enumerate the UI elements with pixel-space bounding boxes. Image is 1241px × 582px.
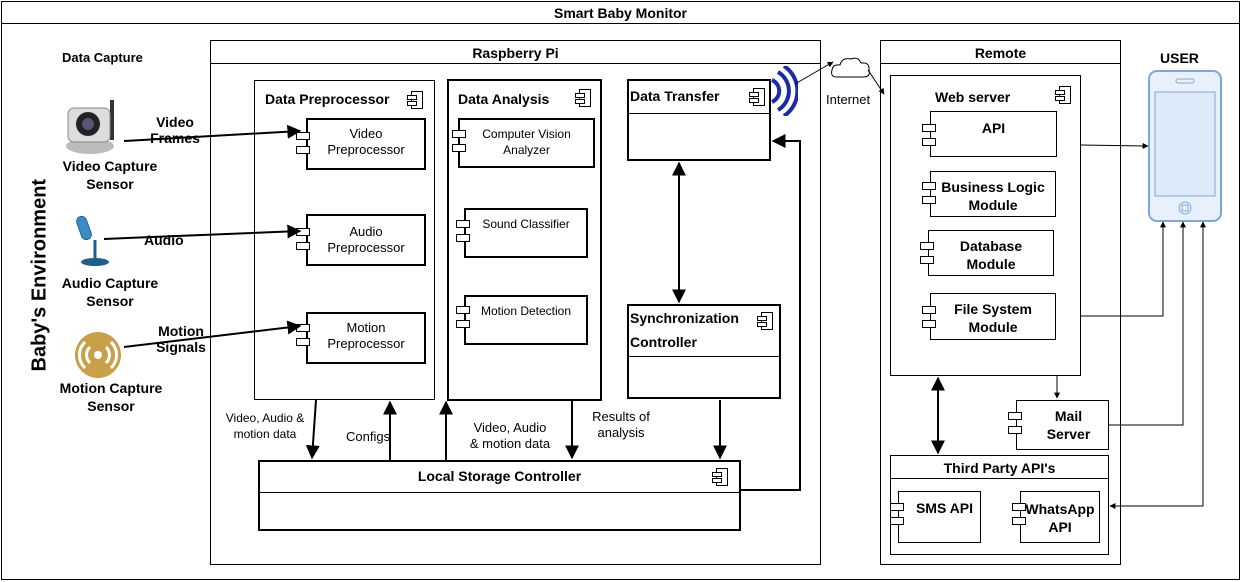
- sound-classifier: Sound Classifier: [464, 208, 588, 258]
- video-sensor-label: Video Capture Sensor: [62, 158, 158, 192]
- cloud-icon: [831, 57, 870, 78]
- whatsapp-api-symbol: [1012, 497, 1026, 531]
- audio-preprocessor-label: Audio Preprocessor: [327, 224, 405, 255]
- mail-server-symbol: [1008, 406, 1022, 440]
- video-preprocessor-symbol: [296, 126, 310, 160]
- component-icon: [407, 91, 423, 109]
- cv-analyzer-symbol: [452, 124, 466, 158]
- label-configs: Configs: [346, 429, 391, 444]
- local-storage-title: Local Storage Controller: [417, 468, 582, 484]
- motion-sensor-icon: [75, 332, 121, 378]
- motion-detection-label: Motion Detection: [480, 304, 572, 318]
- api-symbol: [922, 118, 936, 152]
- database-label: Database Module: [959, 238, 1023, 272]
- user-label: USER: [1160, 50, 1199, 66]
- api-label: API: [981, 120, 1006, 136]
- audio-preprocessor-symbol: [296, 222, 310, 256]
- data-transfer: Data Transfer: [627, 79, 771, 161]
- data-preprocessor-title: Data Preprocessor: [265, 91, 390, 107]
- motion-sensor-label: Motion Capture Sensor: [59, 380, 163, 414]
- data-analysis-title: Data Analysis: [458, 91, 550, 107]
- sync-controller-divider: [629, 356, 779, 357]
- motion-preprocessor-symbol: [296, 318, 310, 352]
- label-video-audio-motion-mid: Video, Audio & motion data: [469, 420, 551, 451]
- motion-detection: Motion Detection: [464, 295, 588, 345]
- audio-sensor-label: Audio Capture Sensor: [61, 275, 159, 309]
- remote-title: Remote: [974, 45, 1027, 61]
- business-logic-module: Business Logic Module: [930, 171, 1056, 217]
- api-module: API: [930, 111, 1057, 157]
- video-preprocessor-label: Video Preprocessor: [327, 126, 405, 157]
- third-party-divider: [891, 478, 1108, 479]
- file-system-symbol: [922, 300, 936, 334]
- data-transfer-divider: [629, 113, 769, 114]
- sync-controller-title: Synchronization Controller: [630, 310, 739, 350]
- title-divider: [2, 23, 1239, 24]
- audio-preprocessor: Audio Preprocessor: [306, 214, 426, 266]
- component-icon: [575, 89, 591, 107]
- whatsapp-api: WhatsApp API: [1020, 491, 1100, 543]
- rpi-divider: [211, 63, 820, 64]
- database-symbol: [920, 236, 934, 270]
- motion-detection-symbol: [456, 300, 470, 334]
- component-icon: [712, 468, 728, 486]
- raspberry-pi-title: Raspberry Pi: [472, 45, 559, 61]
- sound-classifier-symbol: [456, 214, 470, 248]
- video-preprocessor: Video Preprocessor: [306, 118, 426, 170]
- business-logic-label: Business Logic Module: [941, 179, 1045, 213]
- smartphone-icon[interactable]: [1148, 70, 1222, 222]
- sms-api: SMS API: [898, 491, 981, 543]
- whatsapp-api-label: WhatsApp API: [1025, 501, 1095, 535]
- label-motion-signals: Motion Signals: [156, 323, 206, 355]
- local-storage-divider: [260, 492, 739, 493]
- data-capture-label: Data Capture: [62, 50, 143, 65]
- label-results-of-analysis: Results of analysis: [592, 409, 650, 440]
- motion-preprocessor: Motion Preprocessor: [306, 312, 426, 364]
- motion-preprocessor-label: Motion Preprocessor: [327, 320, 405, 351]
- environment-label: Baby's Environment: [28, 178, 51, 372]
- mail-server-label: Mail Server: [1046, 408, 1091, 442]
- local-storage-controller: Local Storage Controller: [258, 460, 741, 531]
- file-system-module: File System Module: [930, 293, 1056, 340]
- label-audio: Audio: [144, 232, 184, 248]
- component-icon: [749, 88, 765, 106]
- sms-api-symbol: [890, 497, 904, 531]
- cv-analyzer-label: Computer Vision Analyzer: [482, 127, 571, 157]
- file-system-label: File System Module: [954, 301, 1032, 335]
- sound-classifier-label: Sound Classifier: [482, 217, 570, 231]
- third-party-title: Third Party API's: [943, 460, 1056, 476]
- wireless-signal-icon: [771, 66, 798, 116]
- mail-server: Mail Server: [1016, 400, 1109, 450]
- component-icon: [757, 312, 773, 330]
- sms-api-label: SMS API: [915, 500, 974, 516]
- component-icon: [1055, 86, 1071, 104]
- label-video-audio-motion-left: Video, Audio & motion data: [225, 411, 305, 441]
- business-logic-symbol: [922, 176, 936, 210]
- microphone-icon: [76, 215, 109, 266]
- sync-controller: Synchronization Controller: [627, 304, 781, 399]
- label-internet: Internet: [826, 92, 871, 107]
- data-transfer-title: Data Transfer: [630, 88, 720, 104]
- label-video-frames: Video Frames: [150, 114, 200, 146]
- web-server-title: Web server: [935, 89, 1011, 105]
- database-module: Database Module: [928, 230, 1054, 276]
- remote-divider: [881, 63, 1120, 64]
- diagram-title: Smart Baby Monitor: [553, 5, 687, 21]
- video-camera-icon: [66, 100, 114, 154]
- cv-analyzer: Computer Vision Analyzer: [458, 118, 595, 168]
